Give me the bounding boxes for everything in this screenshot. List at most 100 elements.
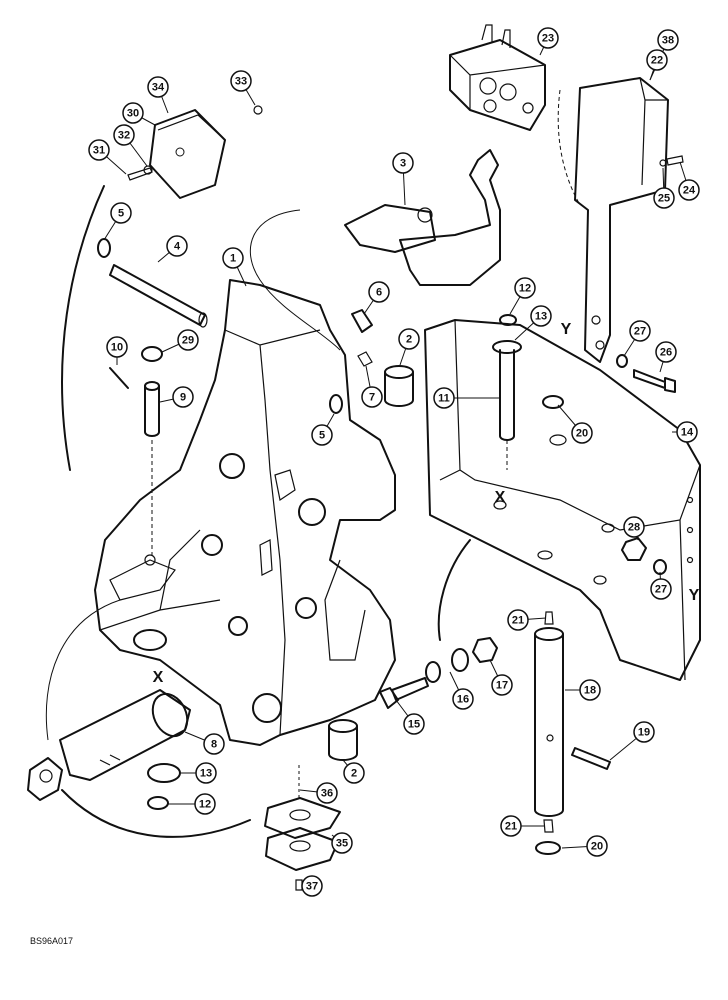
callout-31: 31: [88, 139, 110, 161]
callout-9: 9: [172, 386, 194, 408]
svg-text:36: 36: [321, 788, 333, 800]
svg-text:38: 38: [662, 35, 674, 47]
cylinder-8: [27, 689, 191, 801]
callout-25: 25: [653, 187, 675, 209]
bushing-2-upper: [384, 365, 414, 407]
callout-34: 34: [147, 76, 169, 98]
svg-text:31: 31: [93, 145, 105, 157]
diagram-code: BS96A017: [30, 936, 74, 946]
main-frame: [94, 279, 396, 746]
svg-text:19: 19: [638, 727, 650, 739]
callout-1: 1: [222, 247, 244, 269]
callout-35: 35: [331, 832, 353, 854]
callout-19: 19: [633, 721, 655, 743]
svg-text:21: 21: [505, 821, 517, 833]
svg-text:13: 13: [535, 311, 547, 323]
snap-ring-5-upper: [97, 238, 111, 258]
callout-33: 33: [230, 70, 252, 92]
roll-pin-10: [109, 367, 129, 389]
ring-12-upper: [499, 314, 517, 326]
nut-28: [621, 537, 647, 561]
ring-12-lower: [147, 796, 169, 810]
svg-text:32: 32: [118, 130, 130, 142]
svg-text:4: 4: [174, 241, 181, 253]
callout-21: 21: [507, 609, 529, 631]
control-valve: [449, 24, 546, 131]
svg-text:6: 6: [376, 287, 382, 299]
pin-37: [295, 879, 303, 891]
callout-26: 26: [655, 341, 677, 363]
ring-20-upper: [542, 395, 564, 409]
sweep-curve-mid: [437, 539, 471, 641]
hose-line: [249, 209, 341, 351]
callout-18: 18: [579, 679, 601, 701]
callout-16: 16: [452, 688, 474, 710]
svg-text:29: 29: [182, 335, 194, 347]
callout-21: 21: [500, 815, 522, 837]
svg-text:27: 27: [634, 326, 646, 338]
washer-25: [659, 159, 667, 167]
callout-13: 13: [195, 762, 217, 784]
callout-20: 20: [571, 422, 593, 444]
callout-2: 2: [398, 328, 420, 350]
callout-28: 28: [623, 516, 645, 538]
fitting-7: [357, 351, 373, 367]
alignment-mark-x: X: [495, 489, 506, 506]
grease-fitting-21-upper: [544, 611, 554, 625]
nut-33: [253, 105, 263, 115]
cap-29: [141, 346, 163, 362]
bolt-26: [633, 369, 676, 393]
washer-16b: [451, 648, 469, 672]
svg-text:3: 3: [400, 158, 406, 170]
callout-24: 24: [678, 179, 700, 201]
callout-20: 20: [586, 835, 608, 857]
svg-text:12: 12: [519, 283, 531, 295]
washer-13-upper: [492, 340, 522, 354]
pivot-pin-4: [109, 264, 206, 326]
svg-text:20: 20: [576, 428, 588, 440]
nut-17: [472, 637, 498, 663]
svg-text:20: 20: [591, 841, 603, 853]
callout-27: 27: [629, 320, 651, 342]
svg-text:25: 25: [658, 193, 670, 205]
link-line: [45, 599, 121, 741]
roll-pin-19: [571, 747, 611, 770]
callout-10: 10: [106, 336, 128, 358]
svg-text:27: 27: [655, 584, 667, 596]
link-arm: [344, 149, 501, 286]
washer-32: [143, 165, 153, 175]
callout-4: 4: [166, 235, 188, 257]
clamp-35: [264, 797, 341, 871]
pin-end: [198, 312, 208, 328]
svg-text:24: 24: [683, 185, 696, 197]
bushing-2-lower: [328, 719, 358, 761]
svg-text:33: 33: [235, 76, 247, 88]
callout-2: 2: [343, 762, 365, 784]
svg-text:7: 7: [369, 392, 375, 404]
pin-18: [534, 627, 564, 817]
sweep-curve-left: [61, 185, 105, 471]
svg-text:11: 11: [438, 393, 450, 405]
callout-11: 11: [433, 387, 455, 409]
svg-text:35: 35: [336, 838, 348, 850]
svg-text:26: 26: [660, 347, 672, 359]
svg-text:18: 18: [584, 685, 596, 697]
callout-5: 5: [311, 424, 333, 446]
svg-text:5: 5: [319, 430, 325, 442]
washer-27-lower: [653, 559, 667, 575]
svg-text:15: 15: [408, 719, 420, 731]
callout-7: 7: [361, 386, 383, 408]
alignment-mark-y: Y: [689, 587, 700, 604]
svg-text:14: 14: [681, 427, 694, 439]
callout-17: 17: [491, 674, 513, 696]
bolt-15: [379, 677, 429, 709]
svg-text:16: 16: [457, 694, 469, 706]
callout-38: 38: [657, 29, 679, 51]
alignment-mark-x: X: [153, 669, 164, 686]
callout-14: 14: [676, 421, 698, 443]
washer-13-lower: [147, 763, 181, 783]
callout-3: 3: [392, 152, 414, 174]
